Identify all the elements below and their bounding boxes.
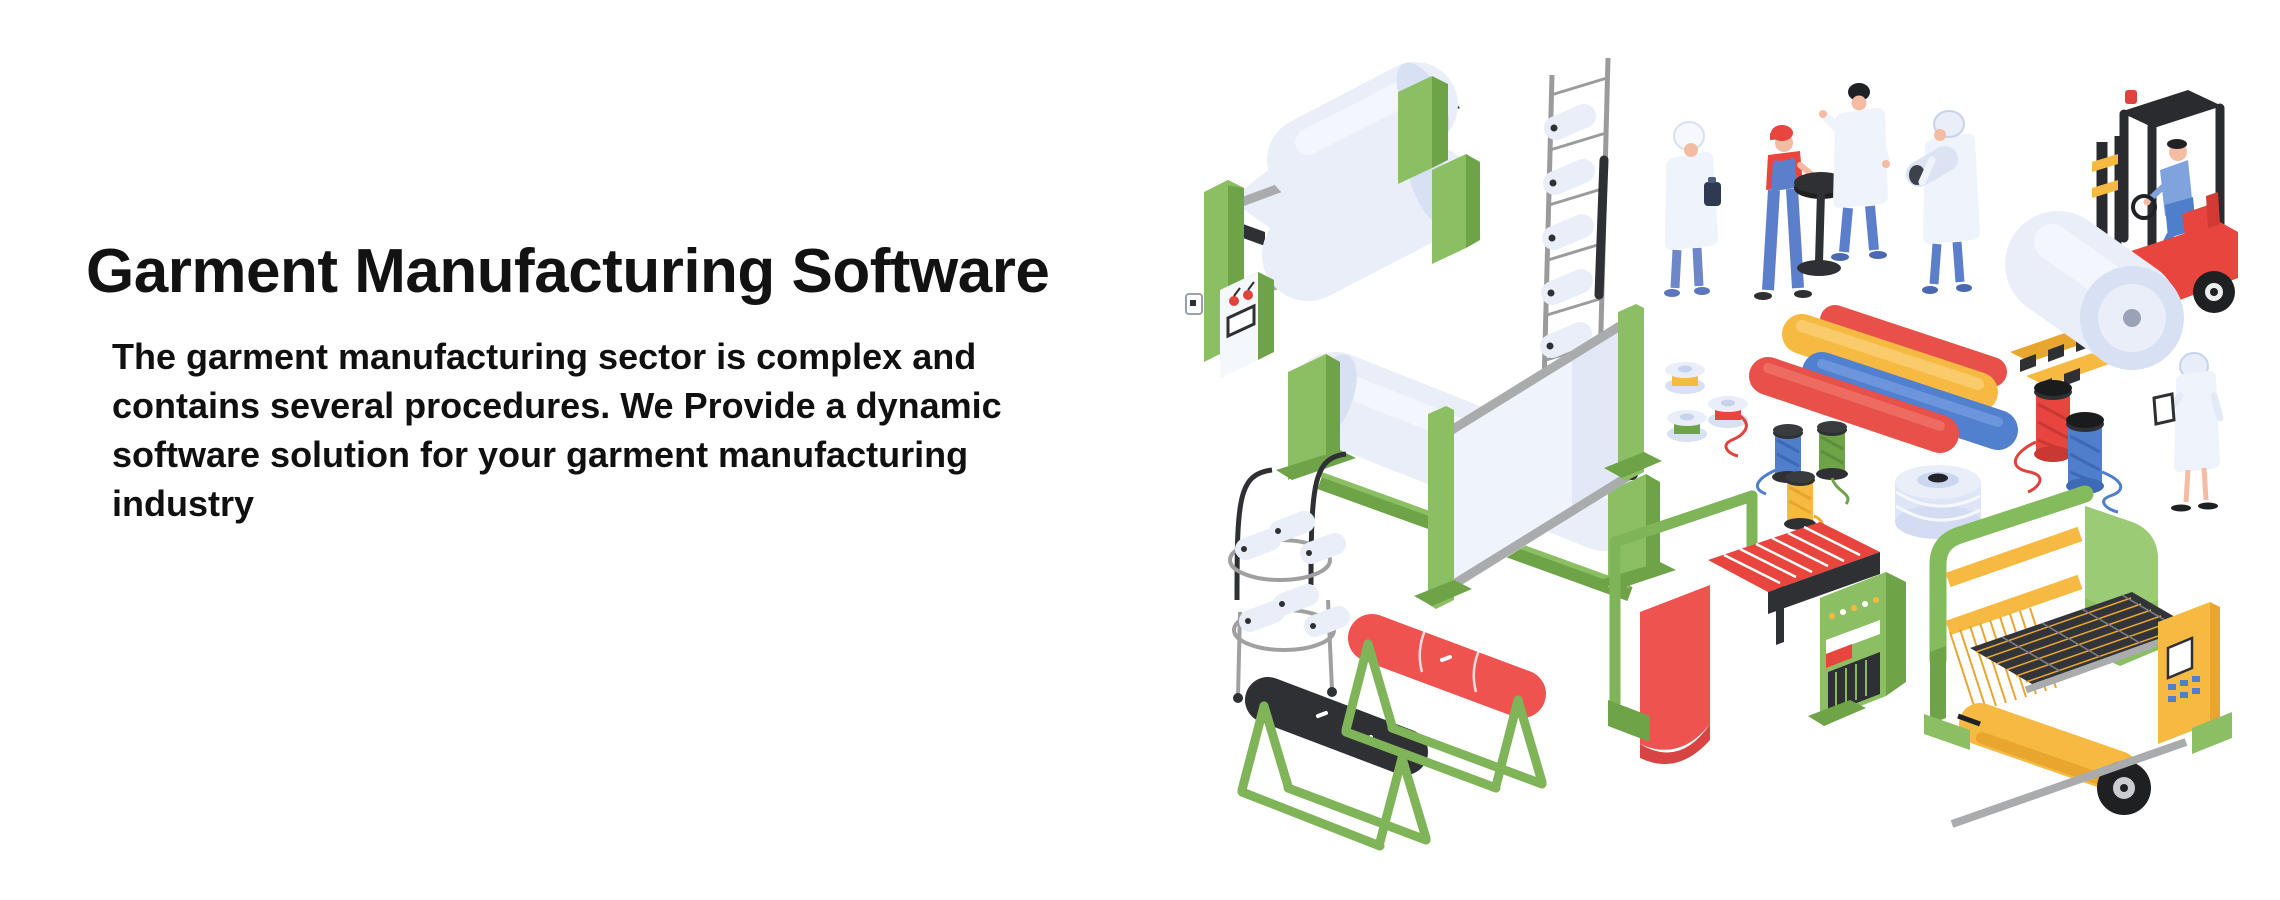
fabric-inspection-frame bbox=[1414, 304, 1662, 609]
green-trestle-frame bbox=[1341, 639, 1547, 793]
garment-factory-illustration-svg bbox=[1185, 57, 2238, 851]
forklift-beacon bbox=[2125, 90, 2137, 104]
rack-fabric-rolls bbox=[1540, 104, 1596, 358]
loom-control-panel bbox=[2158, 602, 2220, 744]
machine-control-panel bbox=[1220, 272, 1274, 378]
thread-spool-green bbox=[1667, 410, 1707, 442]
worker-holding-roll bbox=[1906, 110, 1980, 294]
spool-ladder-rack bbox=[1540, 57, 1611, 391]
green-trestle-frame bbox=[1237, 701, 1431, 851]
thread-spool-red bbox=[1708, 396, 1748, 458]
folded-fabric-stack bbox=[1749, 305, 2018, 453]
red-roll-winder bbox=[1341, 614, 1547, 793]
roll-trolley-rack bbox=[1228, 451, 1350, 703]
worker-red-cap bbox=[1754, 125, 1819, 300]
black-roll-winder bbox=[1237, 677, 1431, 851]
weaving-machine-yellow bbox=[1924, 485, 2232, 828]
hero-description-line: industry bbox=[112, 483, 255, 524]
thread-spool-yellow bbox=[1665, 362, 1705, 394]
tablet bbox=[2152, 392, 2176, 426]
hero-description-line: software solution for your garment manuf… bbox=[112, 434, 969, 475]
large-red-thread-spool bbox=[2013, 380, 2072, 494]
inspector-with-tablet bbox=[2152, 352, 2224, 512]
small-thread-spools bbox=[1665, 362, 1748, 458]
worker-holding-jug bbox=[1664, 121, 1721, 297]
page-title: Garment Manufacturing Software bbox=[86, 237, 1050, 306]
black-flange-spools bbox=[1755, 421, 1850, 548]
hero-description: The garment manufacturing sector is comp… bbox=[112, 332, 1166, 528]
spool-green-thread bbox=[1816, 421, 1850, 505]
hero-illustration bbox=[1180, 0, 2280, 900]
hero-description-line: The garment manufacturing sector is comp… bbox=[112, 336, 977, 377]
loom-control-housing bbox=[1820, 572, 1906, 722]
forklift bbox=[2092, 90, 2238, 318]
weaving-machine-red bbox=[1608, 490, 1906, 764]
large-yarn-spool bbox=[1895, 465, 1981, 539]
trolley-small-rolls bbox=[1235, 511, 1350, 637]
large-blue-thread-spool bbox=[2066, 412, 2123, 514]
hero-text-block: Garment Manufacturing Software The garme… bbox=[86, 238, 1166, 528]
fabric-winding-machine bbox=[1185, 62, 1480, 378]
fabric-roll-on-pallet bbox=[2005, 211, 2184, 396]
hero-description-line: contains several procedures. We Provide … bbox=[112, 385, 1002, 426]
manager-pointing bbox=[1819, 83, 1890, 261]
